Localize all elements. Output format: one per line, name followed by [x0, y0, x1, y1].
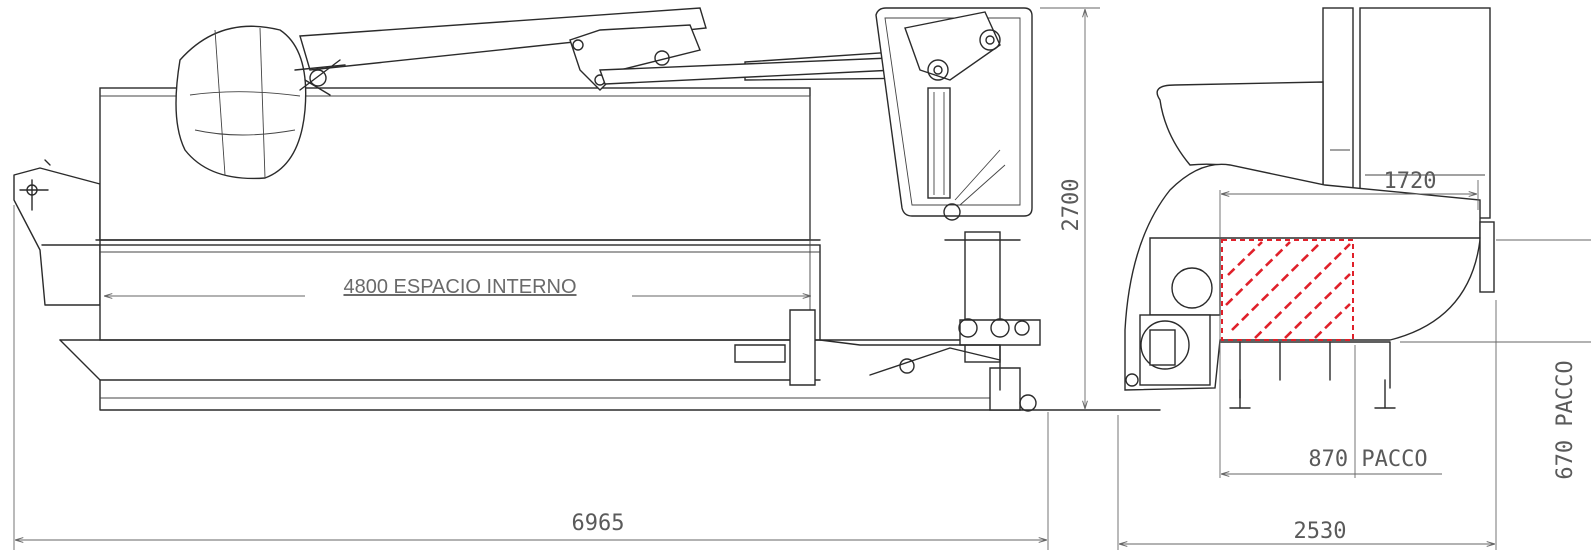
dim-total-length: 6965 [13, 205, 1049, 550]
dim-package-height: 670 PACCO [1400, 239, 1591, 480]
total-width-label: 2530 [1294, 519, 1347, 544]
rear-hitch [13, 159, 101, 306]
package-area [1221, 239, 1354, 341]
crane-base [734, 231, 1041, 412]
package-hatch [1225, 241, 1351, 339]
dim-package-width: 870 PACCO [1222, 345, 1442, 478]
internal-space-label: 4800 ESPACIO INTERNO [343, 276, 576, 298]
dim-total-width: 2530 [1117, 300, 1497, 550]
hull-rear [1124, 163, 1495, 409]
load-width-label: 1720 [1384, 169, 1437, 194]
package-width-label: 870 PACCO [1308, 447, 1427, 472]
crane-boom [299, 7, 931, 91]
dim-load-width: 1720 [1219, 169, 1479, 478]
dim-internal-space: 4800 ESPACIO INTERNO [105, 276, 810, 298]
total-length-label: 6965 [572, 511, 625, 536]
rear-view: 1720 870 PACCO 670 PACCO 2530 [1117, 7, 1591, 550]
side-view: 4800 ESPACIO INTERNO 2700 6965 [13, 7, 1161, 550]
grab-bucket [175, 25, 346, 180]
box-body [95, 87, 821, 341]
crane-mast-rear [1156, 7, 1491, 219]
package-height-label: 670 PACCO [1553, 360, 1578, 479]
crane-column [875, 7, 1033, 221]
chassis [59, 339, 1161, 411]
dim-height: 2700 [1040, 7, 1100, 408]
height-label: 2700 [1059, 179, 1084, 232]
